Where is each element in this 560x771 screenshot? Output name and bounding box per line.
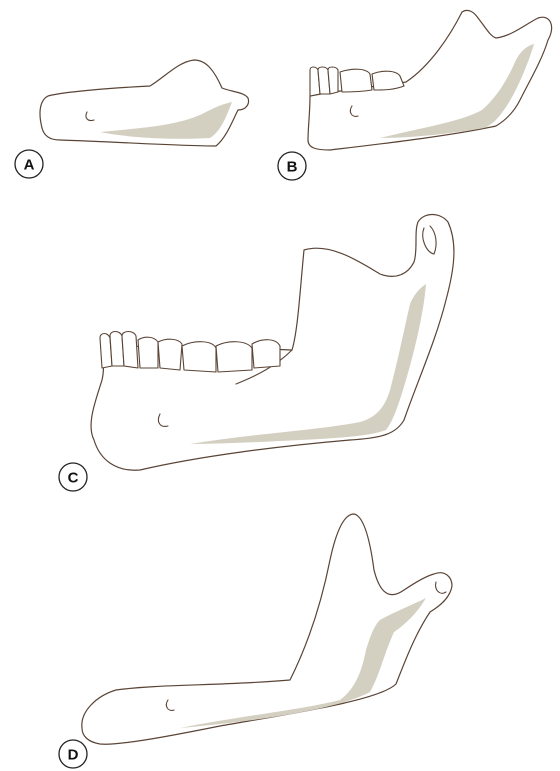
label-d: D (59, 740, 87, 768)
label-b-text: B (287, 159, 298, 176)
mandible-panel-b (308, 10, 552, 150)
tooth-b-3 (328, 67, 338, 94)
label-d-text: D (68, 747, 79, 764)
label-a-text: A (24, 157, 35, 174)
mandible-panel-d (82, 514, 452, 744)
mandible-panel-a (40, 60, 249, 146)
label-b: B (278, 152, 306, 180)
tooth-c-3 (122, 332, 138, 369)
mandible-panel-c (91, 215, 454, 471)
tooth-b-4 (340, 69, 372, 92)
tooth-c-4 (138, 337, 158, 368)
tooth-c-8 (252, 340, 280, 368)
tooth-c-7 (216, 342, 252, 372)
tooth-c-5 (158, 339, 182, 370)
label-a: A (15, 150, 43, 178)
label-c-text: C (68, 470, 79, 487)
label-c: C (59, 463, 87, 491)
tooth-c-6 (182, 342, 216, 372)
tooth-b-5 (372, 71, 404, 90)
